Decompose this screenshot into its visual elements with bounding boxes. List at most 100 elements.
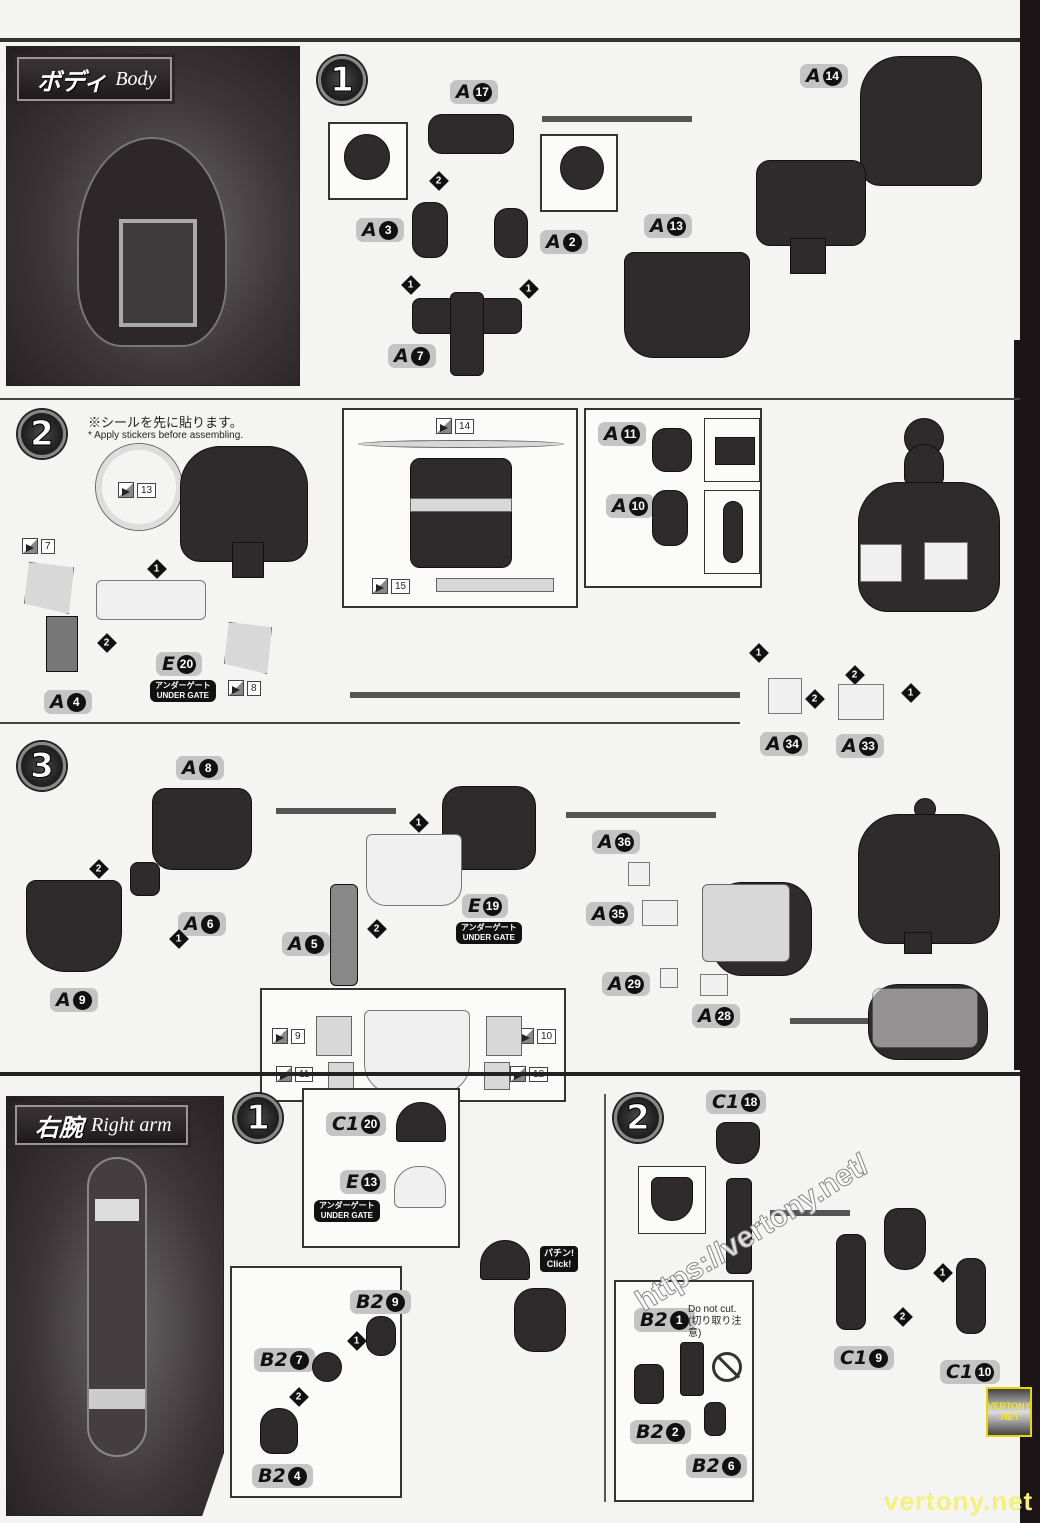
section-title-en: Body bbox=[115, 67, 157, 90]
page-edge-bar-inner bbox=[1014, 340, 1020, 1070]
sequence-marker: 2 bbox=[367, 919, 387, 939]
arm-step-2-badge: 2 bbox=[614, 1094, 662, 1142]
sequence-marker: 1 bbox=[401, 275, 421, 295]
part-a34 bbox=[768, 678, 802, 714]
sequence-marker: 2 bbox=[89, 859, 109, 879]
sequence-marker: 2 bbox=[805, 689, 825, 709]
sticker-9-shape bbox=[316, 1016, 352, 1056]
torso-back-part bbox=[410, 458, 512, 568]
sequence-marker: 1 bbox=[409, 813, 429, 833]
do-not-cut-note: Do not cut.(切り取り注意) bbox=[688, 1304, 742, 1339]
part-b24 bbox=[260, 1408, 298, 1454]
sticker-11-shape bbox=[328, 1062, 354, 1090]
lower-torso-final-frame bbox=[872, 988, 978, 1048]
flow-arrow bbox=[350, 692, 740, 698]
sequence-marker: 1 bbox=[147, 559, 167, 579]
step-divider bbox=[0, 722, 740, 724]
part-b29 bbox=[366, 1316, 396, 1356]
part-b21 bbox=[680, 1342, 704, 1396]
sticker-9: 9 bbox=[272, 1028, 305, 1044]
sticker-7: 7 bbox=[22, 538, 55, 554]
sticker-icon bbox=[436, 418, 452, 434]
sequence-marker: 1 bbox=[901, 683, 921, 703]
sticker-8-shape bbox=[224, 622, 272, 674]
arm-step-1-badge: 1 bbox=[234, 1094, 282, 1142]
sticker-icon bbox=[22, 538, 38, 554]
section-title-en: Right arm bbox=[91, 1113, 172, 1136]
step-3-badge: 3 bbox=[18, 742, 66, 790]
torso-stripe bbox=[410, 498, 512, 512]
sequence-marker: 2 bbox=[429, 171, 449, 191]
sequence-marker: 2 bbox=[893, 1307, 913, 1327]
c118-detail-part bbox=[651, 1177, 693, 1221]
part-b22 bbox=[634, 1364, 664, 1404]
part-b26 bbox=[704, 1402, 726, 1436]
sequence-marker: 2 bbox=[289, 1387, 309, 1407]
shoulder-joint-assembly bbox=[514, 1288, 566, 1352]
part-c110 bbox=[956, 1258, 986, 1334]
part-a17 bbox=[428, 114, 514, 154]
part-a33 bbox=[838, 684, 884, 720]
sticker-15-shape bbox=[436, 578, 554, 592]
sticker-7-shape bbox=[24, 562, 74, 614]
sticker-10-shape bbox=[486, 1016, 522, 1056]
part-a11 bbox=[652, 428, 692, 472]
part-a36 bbox=[628, 862, 650, 886]
sequence-marker: 2 bbox=[845, 665, 865, 685]
a10-detail-part bbox=[723, 501, 743, 563]
torso-post-final bbox=[904, 932, 932, 954]
part-a8 bbox=[152, 788, 252, 870]
step-2-badge: 2 bbox=[18, 410, 66, 458]
sticker-icon bbox=[228, 680, 244, 696]
a3-detail-box bbox=[328, 122, 408, 200]
part-a7-post bbox=[450, 292, 484, 376]
a2-detail-box bbox=[540, 134, 618, 212]
a2-detail-part bbox=[560, 146, 604, 190]
a3-detail-part bbox=[344, 134, 390, 180]
assembly-post bbox=[790, 238, 826, 274]
part-a4 bbox=[46, 616, 78, 672]
sticker-14-shape bbox=[358, 440, 564, 448]
flow-arrow bbox=[790, 1018, 870, 1024]
watermark-footer: vertony.net bbox=[884, 1486, 1034, 1516]
arm-figure bbox=[87, 1157, 147, 1457]
part-a2 bbox=[494, 208, 528, 258]
torso-figure bbox=[77, 137, 227, 347]
shoulder-assembly bbox=[480, 1240, 530, 1280]
part-a10 bbox=[652, 490, 688, 546]
sequence-marker: 1 bbox=[347, 1331, 367, 1351]
part-a35 bbox=[642, 900, 678, 926]
section-title-jp: 右腕 bbox=[35, 1112, 83, 1142]
sticker-note-en: * Apply stickers before assembling. bbox=[88, 430, 244, 441]
upper-arm-part bbox=[726, 1178, 752, 1274]
part-a14 bbox=[860, 56, 982, 186]
a11-detail-part bbox=[715, 437, 755, 465]
part-a9 bbox=[26, 880, 122, 972]
c118-detail-box bbox=[638, 1166, 706, 1234]
torso-post bbox=[232, 542, 264, 578]
sticker-13: 13 bbox=[118, 482, 157, 498]
click-callout: パチン!Click! bbox=[540, 1246, 578, 1272]
part-e13 bbox=[394, 1166, 446, 1208]
